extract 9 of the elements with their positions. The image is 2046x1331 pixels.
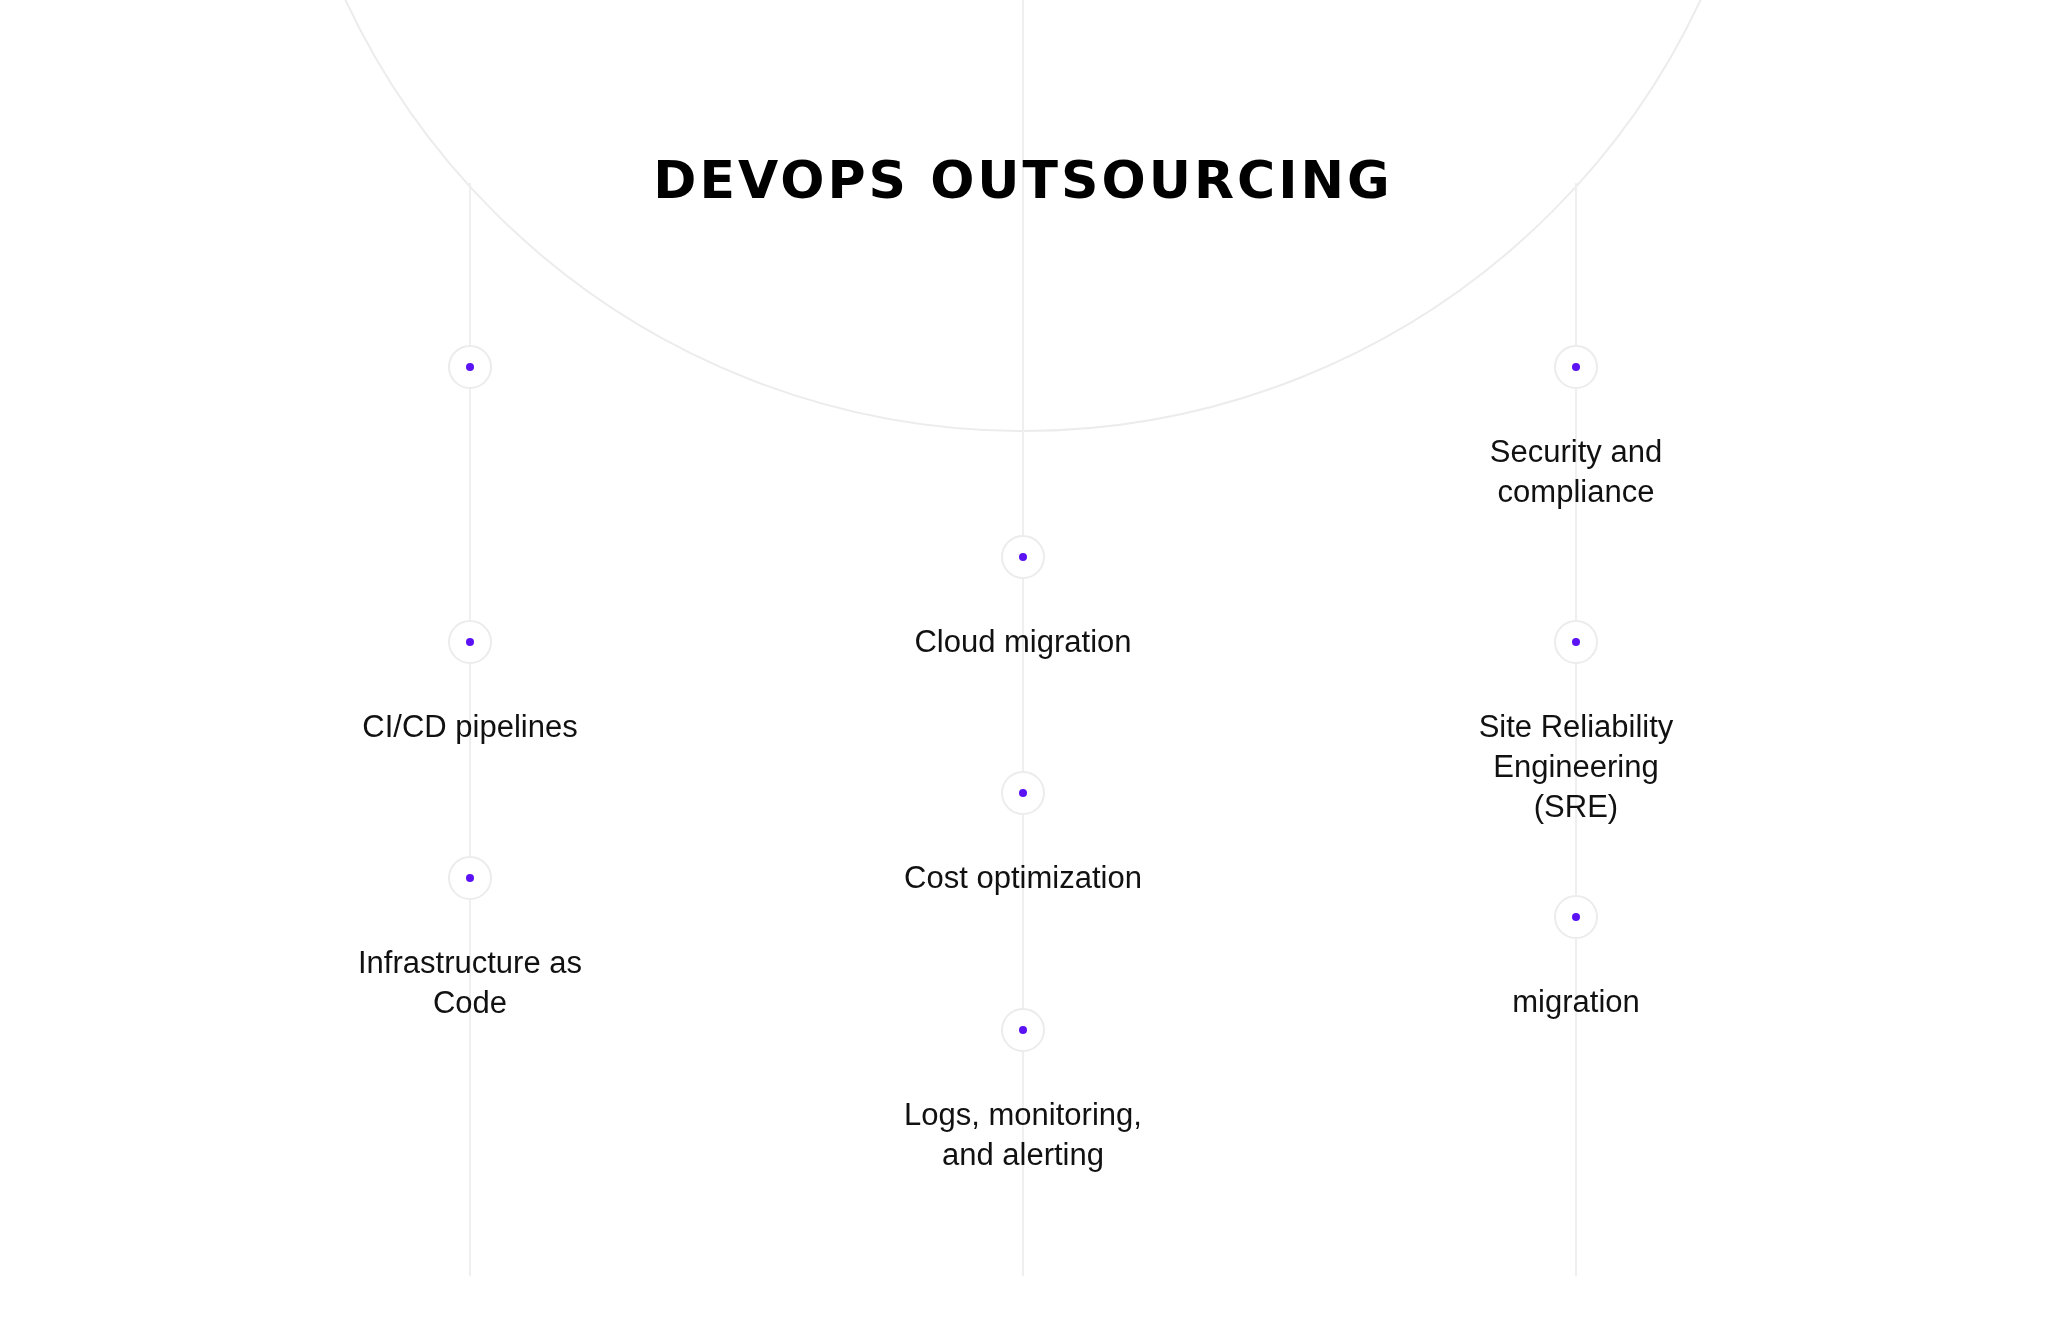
service-label: Cloud migration — [913, 623, 1133, 661]
service-label: CI/CD pipelines — [361, 708, 579, 746]
title: DEVOPS OUTSOURCING — [652, 150, 1394, 210]
service-label: Cost optimization — [903, 859, 1143, 897]
service-label: migration — [1511, 983, 1641, 1021]
service-label: Site Reliability Engineering (SRE) — [1477, 708, 1675, 826]
service-label: Infrastructure as Code — [357, 944, 583, 1022]
service-label: Logs, monitoring, and alerting — [903, 1096, 1143, 1174]
service-label: Security and compliance — [1488, 433, 1664, 511]
